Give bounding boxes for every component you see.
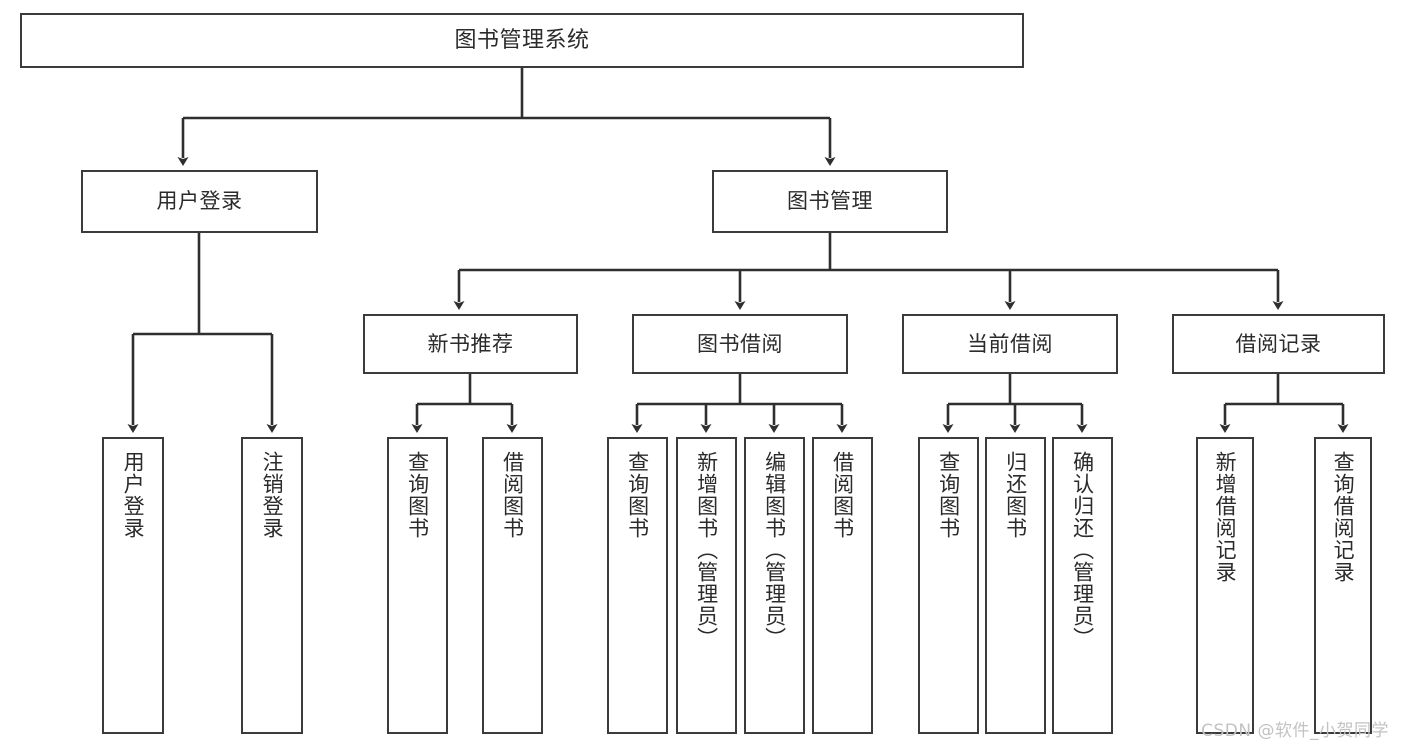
node-user-login[interactable]: 用户登录 bbox=[81, 170, 318, 233]
node-leaf-user-login[interactable]: 用户登录 bbox=[102, 437, 164, 734]
node-leaf-query-book-2[interactable]: 查询图书 bbox=[607, 437, 668, 734]
node-book-management-label: 图书管理 bbox=[787, 189, 873, 214]
node-root-label: 图书管理系统 bbox=[454, 27, 590, 53]
node-leaf-query-book-2-label: 查询图书 bbox=[625, 451, 650, 539]
node-leaf-query-book-3-label: 查询图书 bbox=[936, 451, 961, 539]
node-leaf-logout-label: 注销登录 bbox=[260, 451, 285, 539]
node-leaf-return-book[interactable]: 归还图书 bbox=[985, 437, 1046, 734]
node-new-book-recommend[interactable]: 新书推荐 bbox=[363, 314, 578, 374]
node-book-borrow-label: 图书借阅 bbox=[697, 331, 783, 356]
node-leaf-query-record-label: 查询借阅记录 bbox=[1331, 451, 1356, 583]
node-leaf-add-book[interactable]: 新增图书（管理员） bbox=[676, 437, 737, 734]
csdn-watermark: CSDN @软件_小贺同学 bbox=[1201, 721, 1389, 741]
node-borrow-record[interactable]: 借阅记录 bbox=[1172, 314, 1385, 374]
node-leaf-edit-book-label: 编辑图书（管理员） bbox=[762, 451, 787, 649]
node-current-borrow[interactable]: 当前借阅 bbox=[902, 314, 1118, 374]
node-leaf-user-login-label: 用户登录 bbox=[121, 451, 146, 539]
node-leaf-add-record[interactable]: 新增借阅记录 bbox=[1196, 437, 1254, 734]
node-leaf-confirm-return[interactable]: 确认归还（管理员） bbox=[1052, 437, 1113, 734]
node-leaf-query-book-3[interactable]: 查询图书 bbox=[918, 437, 979, 734]
node-borrow-record-label: 借阅记录 bbox=[1235, 331, 1322, 356]
node-leaf-logout[interactable]: 注销登录 bbox=[241, 437, 303, 734]
node-new-book-recommend-label: 新书推荐 bbox=[427, 331, 514, 356]
node-root[interactable]: 图书管理系统 bbox=[20, 13, 1024, 68]
node-leaf-borrow-book-1-label: 借阅图书 bbox=[500, 451, 525, 539]
node-leaf-borrow-book-2[interactable]: 借阅图书 bbox=[812, 437, 873, 734]
node-user-login-label: 用户登录 bbox=[156, 189, 243, 214]
node-book-borrow[interactable]: 图书借阅 bbox=[632, 314, 848, 374]
node-leaf-borrow-book-1[interactable]: 借阅图书 bbox=[482, 437, 543, 734]
node-leaf-add-book-label: 新增图书（管理员） bbox=[694, 451, 719, 649]
node-leaf-edit-book[interactable]: 编辑图书（管理员） bbox=[744, 437, 805, 734]
node-leaf-query-book-1[interactable]: 查询图书 bbox=[387, 437, 448, 734]
node-current-borrow-label: 当前借阅 bbox=[967, 331, 1053, 356]
node-leaf-add-record-label: 新增借阅记录 bbox=[1213, 451, 1238, 583]
node-leaf-query-record[interactable]: 查询借阅记录 bbox=[1314, 437, 1372, 734]
node-leaf-return-book-label: 归还图书 bbox=[1003, 451, 1028, 539]
node-leaf-query-book-1-label: 查询图书 bbox=[405, 451, 430, 539]
node-leaf-borrow-book-2-label: 借阅图书 bbox=[830, 451, 855, 539]
node-leaf-confirm-return-label: 确认归还（管理员） bbox=[1070, 451, 1095, 649]
node-book-management[interactable]: 图书管理 bbox=[712, 170, 948, 233]
